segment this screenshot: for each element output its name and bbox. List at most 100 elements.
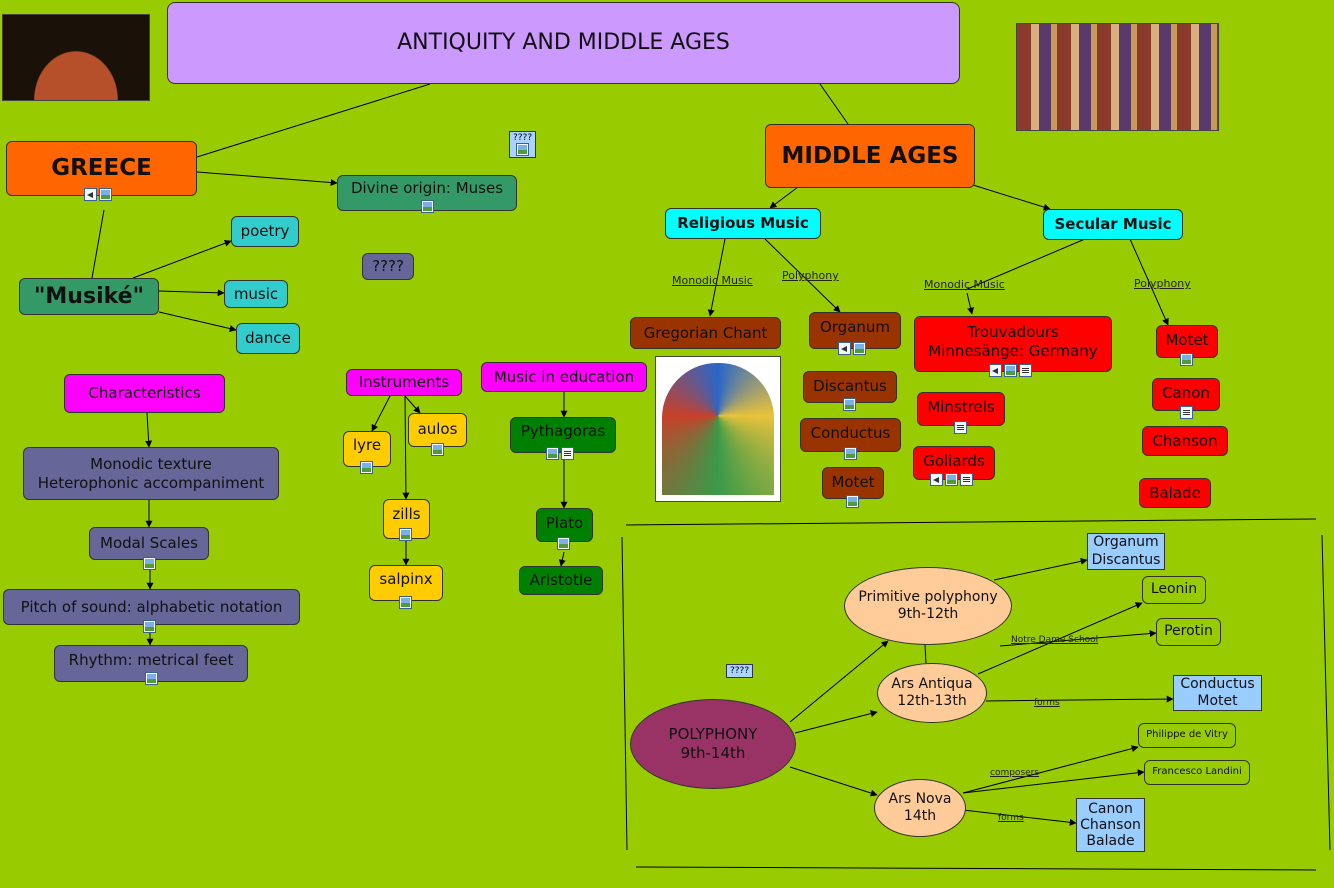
unknown-resource-top[interactable]: ????: [509, 131, 537, 158]
balade-node[interactable]: Balade: [1139, 478, 1211, 508]
image-icon[interactable]: [853, 342, 866, 355]
greece-node[interactable]: GREECE: [6, 141, 197, 196]
image-icon[interactable]: [516, 143, 530, 156]
sound-icon[interactable]: [989, 364, 1002, 377]
perotin-label: Perotin: [1164, 623, 1213, 640]
ars-antiqua-line-1: Ars Antiqua: [891, 675, 973, 692]
image-icon[interactable]: [144, 671, 158, 685]
minstrels-node[interactable]: Minstrels: [917, 392, 1005, 426]
unknown-node[interactable]: ????: [362, 253, 414, 280]
secular-motet-node[interactable]: Motet: [1156, 325, 1218, 358]
middle-ages-node[interactable]: MIDDLE AGES: [765, 124, 975, 188]
image-icon[interactable]: [1180, 353, 1193, 366]
goliards-label: Goliards: [923, 452, 985, 470]
leonin-node[interactable]: Leonin: [1142, 576, 1206, 604]
organum-node[interactable]: Organum: [809, 312, 901, 349]
primitive-polyphony-node[interactable]: Primitive polyphony 9th-12th: [844, 567, 1012, 645]
image-icon[interactable]: [399, 596, 412, 609]
gregorian-chant-node[interactable]: Gregorian Chant: [630, 317, 781, 349]
document-icon[interactable]: [954, 421, 967, 434]
image-icon[interactable]: [420, 199, 434, 213]
document-icon[interactable]: [960, 473, 973, 486]
plato-node[interactable]: Plato: [536, 508, 593, 542]
secular-polyphony-label: Polyphony: [1134, 277, 1191, 290]
plato-icons: [557, 535, 570, 554]
sound-icon[interactable]: [838, 342, 851, 355]
discantus-label: Discantus: [813, 377, 887, 395]
rhythm-node[interactable]: Rhythm: metrical feet: [54, 645, 248, 685]
musike-node[interactable]: "Musiké": [19, 278, 159, 315]
salpinx-node[interactable]: salpinx: [369, 565, 443, 601]
image-icon[interactable]: [99, 188, 112, 201]
ars-antiqua-node[interactable]: Ars Antiqua 12th-13th: [877, 663, 987, 723]
conductus-motet-line-2: Motet: [1197, 693, 1238, 709]
notre-dame-label: Notre Dame School: [1011, 635, 1099, 645]
landini-node[interactable]: Francesco Landini: [1144, 760, 1250, 785]
organum-discantus-node[interactable]: Organum Discantus: [1087, 533, 1165, 570]
discantus-node[interactable]: Discantus: [803, 371, 897, 403]
sound-icon[interactable]: [84, 188, 97, 201]
unknown-node-label: ????: [372, 257, 404, 276]
polyphony-line-2: 9th-14th: [680, 744, 746, 762]
image-icon[interactable]: [360, 461, 373, 474]
ars-nova-line-2: 14th: [903, 808, 937, 824]
zills-label: zills: [392, 505, 421, 523]
religious-music-label: Religious Music: [677, 214, 809, 233]
unknown-resource-polyphony[interactable]: ????: [726, 664, 754, 678]
chanson-node[interactable]: Chanson: [1142, 426, 1228, 456]
image-icon[interactable]: [143, 620, 156, 633]
organum-discantus-line-2: Discantus: [1091, 551, 1161, 568]
ars-nova-line-1: Ars Nova: [888, 790, 952, 807]
image-icon[interactable]: [143, 557, 156, 570]
motet-node[interactable]: Motet: [822, 467, 884, 499]
instruments-node[interactable]: Instruments: [346, 369, 462, 396]
image-icon[interactable]: [557, 537, 570, 550]
divine-origin-node[interactable]: Divine origin: Muses: [337, 175, 517, 213]
image-icon[interactable]: [399, 528, 412, 541]
rhythm-label: Rhythm: metrical feet: [68, 651, 234, 669]
conductus-motet-node[interactable]: Conductus Motet: [1173, 675, 1262, 711]
leonin-label: Leonin: [1150, 581, 1198, 598]
aristotle-label: Aristotle: [529, 571, 593, 590]
ccb-line-1: Canon: [1088, 800, 1133, 817]
modal-scales-node[interactable]: Modal Scales: [89, 527, 209, 560]
sound-icon[interactable]: [930, 473, 943, 486]
aulos-node[interactable]: aulos: [408, 413, 467, 447]
vitry-node[interactable]: Philippe de Vitry: [1138, 723, 1236, 748]
image-icon[interactable]: [846, 495, 859, 508]
poetry-node[interactable]: poetry: [231, 216, 299, 247]
pitch-label: Pitch of sound: alphabetic notation: [20, 597, 283, 616]
music-education-node[interactable]: Music in education: [481, 362, 647, 392]
polyphony-node[interactable]: POLYPHONY 9th-14th: [630, 699, 796, 789]
pitch-node[interactable]: Pitch of sound: alphabetic notation: [3, 589, 300, 625]
conductus-node[interactable]: Conductus: [800, 418, 901, 452]
image-icon[interactable]: [431, 443, 444, 456]
image-icon[interactable]: [844, 447, 857, 460]
texture-node[interactable]: Monodic texture Heterophonic accompanime…: [23, 447, 279, 500]
music-node[interactable]: music: [224, 280, 288, 308]
characteristics-node[interactable]: Characteristics: [64, 374, 225, 413]
document-icon[interactable]: [1019, 364, 1032, 377]
document-icon[interactable]: [1180, 406, 1193, 419]
conductus-motet-line-1: Conductus: [1180, 675, 1255, 692]
document-icon[interactable]: [561, 447, 574, 460]
discantus-icons: [843, 396, 856, 415]
ars-nova-node[interactable]: Ars Nova 14th: [874, 779, 966, 837]
minstrels-icons: [954, 419, 967, 438]
aristotle-node[interactable]: Aristotle: [519, 566, 603, 595]
canon-chanson-balade-node[interactable]: Canon Chanson Balade: [1076, 798, 1145, 852]
image-icon[interactable]: [945, 473, 958, 486]
musike-label: "Musiké": [33, 283, 145, 309]
pitch-icons: [143, 618, 156, 637]
pythagoras-node[interactable]: Pythagoras: [510, 417, 616, 453]
goliards-icons: [930, 473, 973, 486]
canon-node[interactable]: Canon: [1152, 378, 1220, 411]
perotin-node[interactable]: Perotin: [1156, 618, 1221, 646]
dance-node[interactable]: dance: [236, 323, 300, 354]
image-icon[interactable]: [1004, 364, 1017, 377]
religious-music-node[interactable]: Religious Music: [665, 208, 821, 239]
image-icon[interactable]: [546, 447, 559, 460]
secular-music-node[interactable]: Secular Music: [1043, 209, 1183, 240]
image-icon[interactable]: [843, 398, 856, 411]
